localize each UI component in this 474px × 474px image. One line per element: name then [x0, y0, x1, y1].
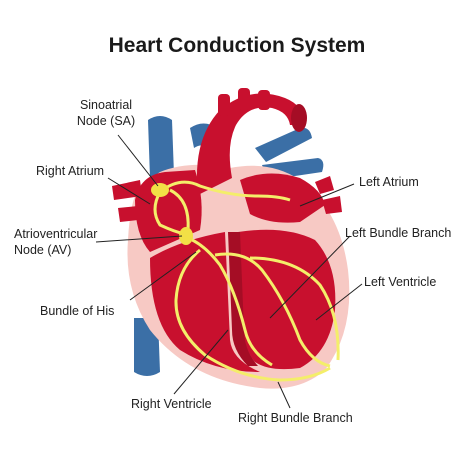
pulmonary-vein-right — [255, 127, 312, 162]
label-left-bundle-branch: Left Bundle Branch — [345, 226, 452, 240]
conduction-sa-to-av — [153, 191, 186, 236]
conduction-internodal — [169, 188, 190, 231]
label-left-ventricle: Left Ventricle — [364, 275, 437, 289]
bundle-of-his-path — [187, 236, 273, 367]
label-right-ventricle: Right Ventricle — [131, 397, 212, 411]
septum — [228, 232, 258, 366]
label-av-node: Atrioventricular Node (AV) — [14, 227, 98, 257]
aortic-branch-1 — [218, 94, 230, 116]
leader-left-ventricle — [315, 283, 363, 321]
label-bundle-of-his: Bundle of His — [40, 304, 115, 318]
label-right-atrium: Right Atrium — [36, 164, 105, 178]
label-right-bundle-branch: Right Bundle Branch — [238, 411, 353, 425]
left-ventricle-muscle — [238, 229, 336, 370]
pulmonary-artery-stub-right-2 — [118, 206, 138, 222]
leader-sa-node — [117, 134, 159, 187]
aortic-branch-3 — [258, 90, 270, 110]
diagram-title: Heart Conduction System — [108, 34, 366, 57]
left-bundle-branch-path-2 — [249, 256, 340, 361]
right-ventricle-muscle — [150, 232, 260, 372]
leader-left-bundle-branch — [269, 235, 351, 319]
leader-right-atrium — [107, 177, 151, 205]
leader-left-atrium — [299, 183, 355, 207]
superior-vena-cava — [148, 116, 174, 178]
leader-right-ventricle — [173, 329, 229, 395]
leader-right-bundle-branch — [277, 381, 291, 409]
sa-node — [151, 183, 169, 197]
pulmonary-vein-left-2 — [322, 196, 342, 214]
label-sa-node: Sinoatrial Node (SA) — [76, 98, 136, 128]
leader-bundle-of-his — [129, 251, 197, 301]
conduction-sa-to-la — [159, 180, 291, 202]
leader-av-node — [95, 235, 183, 243]
pulmonary-vein-left-1 — [315, 176, 334, 194]
label-left-atrium: Left Atrium — [359, 175, 419, 189]
av-node — [179, 227, 193, 245]
aorta — [196, 93, 305, 195]
right-bundle-branch-path — [174, 248, 331, 382]
left-bundle-branch-path — [214, 252, 331, 368]
aortic-branch-2 — [238, 88, 250, 110]
aorta-opening — [291, 104, 307, 132]
